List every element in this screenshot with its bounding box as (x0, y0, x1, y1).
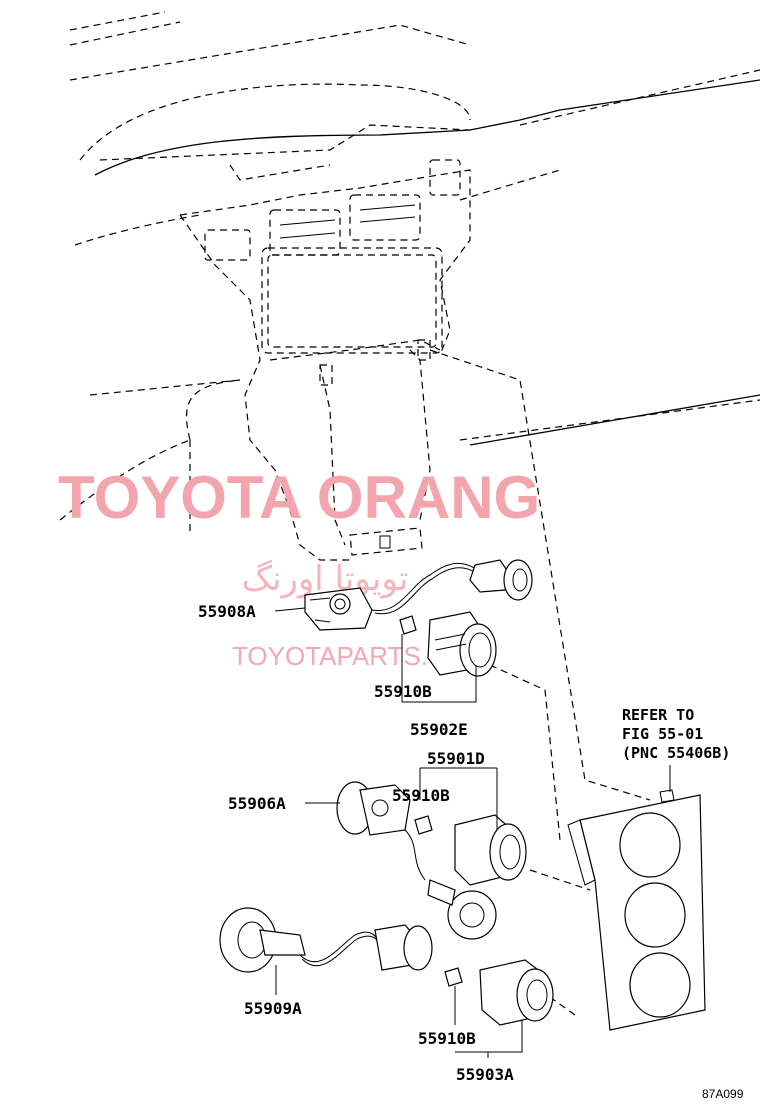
meter-bezel (567, 789, 706, 1031)
wire-mid (404, 829, 426, 881)
leader-lines (274, 607, 671, 1058)
wire-lower (299, 931, 381, 963)
label-55903A: 55903A (456, 1065, 514, 1084)
part-55909A (219, 907, 306, 973)
part-55901D (454, 814, 527, 886)
reference-note: REFER TO FIG 55-01 (PNC 55406B) (622, 706, 730, 762)
reference-note-line1: REFER TO (622, 706, 694, 724)
label-55906A: 55906A (228, 794, 286, 813)
label-55901D: 55901D (427, 749, 485, 768)
watermark: TOYOTA ORANG تویوتا اورنگ TOYOTAPARTS.C (58, 464, 540, 671)
part-bulb-top (399, 615, 417, 635)
reference-note-line3: (PNC 55406B) (622, 744, 730, 762)
label-55910B-bottom: 55910B (418, 1029, 476, 1048)
part-55908A (304, 587, 373, 631)
part-55906A (336, 781, 411, 836)
dashboard-outline (59, 11, 760, 561)
part-bulb-bottom (444, 967, 463, 987)
part-socket-center (427, 879, 497, 940)
reference-note-line2: FIG 55-01 (622, 725, 703, 743)
part-55902E (427, 611, 497, 677)
part-55903A (479, 959, 554, 1026)
label-55910B-top: 55910B (374, 682, 432, 701)
guide-lines (429, 349, 651, 1016)
label-55908A: 55908A (198, 602, 256, 621)
part-bulb-mid (414, 815, 433, 835)
part-socket-top-right (469, 559, 533, 601)
label-55910B-mid: 55910B (392, 786, 450, 805)
figure-code: 87A099 (702, 1087, 744, 1101)
part-socket-lower-right (374, 924, 433, 971)
label-55909A: 55909A (244, 999, 302, 1018)
label-55902E: 55902E (410, 720, 468, 739)
watermark-main: TOYOTA ORANG (58, 464, 540, 531)
watermark-site: TOYOTAPARTS.C (232, 641, 447, 671)
wire-top (371, 562, 481, 612)
